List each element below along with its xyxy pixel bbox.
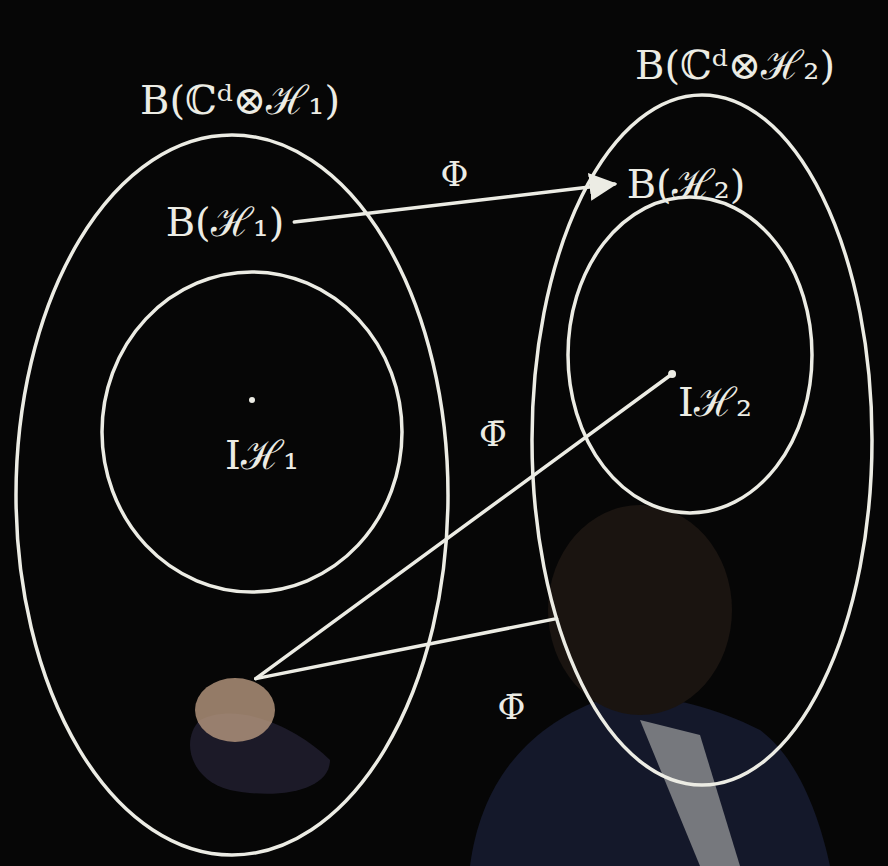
operator-label: Iℋ₁ (225, 433, 299, 477)
operator-label: Iℋ₂ (678, 380, 752, 424)
lecturer-collar (640, 720, 740, 866)
region-label: B(ℋ₂) (627, 162, 746, 206)
map-label: Φ̄ (493, 689, 529, 726)
map-label: Φ (437, 156, 473, 193)
region-label: B(ℂᵈ⊗ℋ₂) (635, 43, 835, 87)
region-label: B(ℋ₁) (166, 200, 285, 244)
region-ellipse (102, 272, 402, 592)
chalk-dot (249, 397, 255, 403)
inner-region: B(ℋ₁) Iℋ₁ (95, 185, 405, 605)
region-ellipse (568, 197, 812, 513)
region-ellipse (16, 135, 448, 855)
outer-region: B(ℂᵈ⊗ℋ₁) B(ℋ₁) Iℋ₁ (12, 60, 452, 860)
inner-region: B(ℋ₂) Iℋ₂ (560, 150, 822, 522)
identity-point: Iℋ₁ (215, 425, 305, 485)
lecturer-hand (195, 678, 275, 742)
identity-point: Iℋ₂ (665, 370, 755, 430)
outer-region: B(ℂᵈ⊗ℋ₂) B(ℋ₂) Iℋ₂ (522, 28, 880, 798)
map-line (256, 374, 672, 679)
map-label: Φ̄ (475, 416, 511, 453)
chalk-dot (668, 370, 676, 378)
map-line (256, 619, 557, 679)
lecturer-head (548, 505, 732, 715)
region-label: B(ℂᵈ⊗ℋ₁) (140, 78, 340, 122)
region-outline (95, 185, 405, 605)
region-ellipse (532, 95, 872, 785)
